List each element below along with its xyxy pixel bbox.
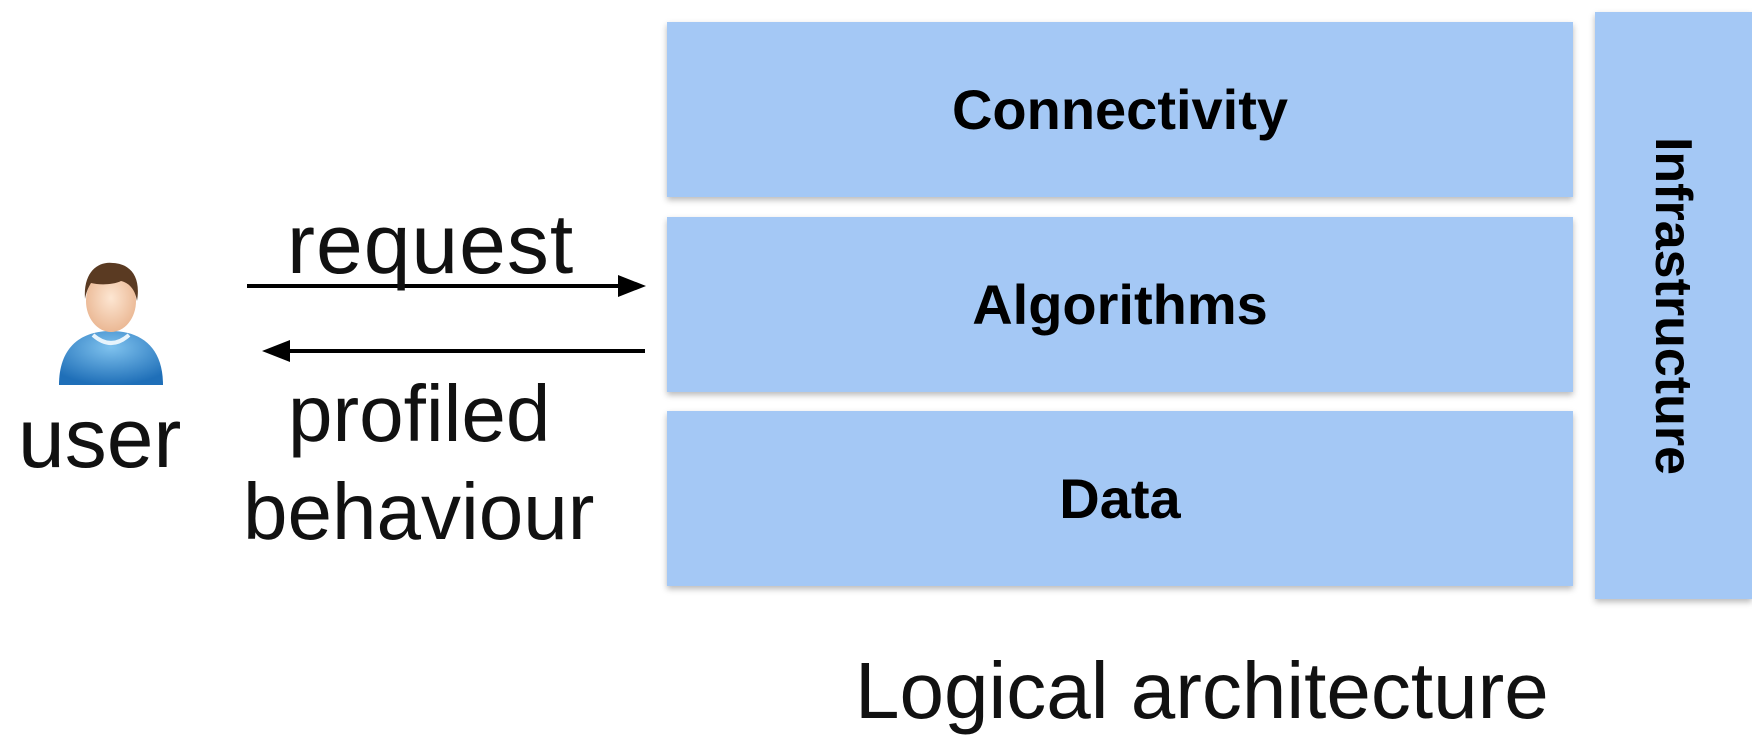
request-arrow bbox=[247, 275, 646, 297]
infrastructure-layer: Infrastructure bbox=[1595, 12, 1752, 599]
diagram-caption: Logical architecture bbox=[855, 646, 1549, 735]
data-label: Data bbox=[1059, 467, 1181, 530]
user-label: user bbox=[18, 391, 182, 485]
algorithms-label: Algorithms bbox=[972, 273, 1268, 336]
connectivity-layer: Connectivity bbox=[667, 22, 1573, 197]
connectivity-label: Connectivity bbox=[951, 78, 1289, 141]
response-label-line1: profiled bbox=[288, 369, 551, 458]
data-layer: Data bbox=[667, 411, 1573, 586]
algorithms-layer: Algorithms bbox=[667, 217, 1573, 392]
request-label: request bbox=[287, 197, 575, 291]
response-label-line2: behaviour bbox=[243, 467, 595, 556]
response-arrow bbox=[262, 340, 645, 362]
user-avatar-icon bbox=[59, 262, 163, 385]
